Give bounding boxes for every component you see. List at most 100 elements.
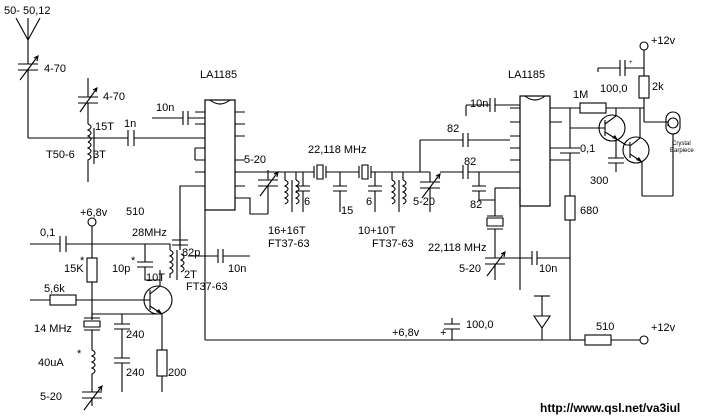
earpiece-label-b: Earpiece: [670, 148, 694, 154]
cap-filter-6b: 6: [366, 172, 382, 212]
cap-240-a-label: 240: [126, 329, 144, 341]
res-510-b: 510 +12v: [570, 321, 676, 346]
coil-t50: 15T 3T T50-6: [46, 121, 114, 182]
xtal-filter-freq: 22,118 MHz: [308, 144, 367, 156]
transistor-q2: [570, 108, 627, 146]
res-56k: 5,6k: [30, 283, 148, 306]
cap-01-a: 0,1: [30, 227, 158, 252]
trim-5-20-b-label: 5-20: [413, 196, 435, 208]
cap-300: 300: [590, 140, 624, 187]
trim-5-20-b: 5-20: [413, 172, 441, 212]
cap-01-b-label: 0,1: [580, 143, 595, 155]
cap-input-label: 4-70: [44, 63, 66, 75]
coil-10t-core: FT37-63: [372, 238, 414, 250]
coil-28-turns-a: 10T: [146, 272, 165, 284]
diode-zener: [532, 295, 552, 340]
cap-82p-label: 82p: [182, 247, 200, 259]
trim-5-20-d: 5-20: [40, 380, 103, 411]
coil-40ua: 40uA *: [38, 345, 96, 380]
cap-82-c-label: 82: [470, 199, 482, 211]
cap-100-b-plus: +: [440, 327, 446, 339]
cap-tune1-label: 4-70: [103, 91, 125, 103]
coil-10t: 10+10T FT37-63: [358, 171, 430, 250]
trim-5-20-c: 5-20: [459, 250, 506, 280]
supply-12v-top: +12v: [639, 35, 676, 51]
res-2k: 2k: [638, 50, 664, 122]
cap-10n-c: 10n: [495, 251, 570, 275]
cap-1n: 1n: [88, 118, 205, 146]
res-680-label: 680: [580, 205, 598, 217]
coil-t50-turns-a: 15T: [95, 121, 114, 133]
res-200-label: 200: [168, 367, 186, 379]
cap-10p-label: 10p: [112, 263, 130, 275]
source-url: http://www.qsl.net/va3iul: [540, 401, 680, 415]
cap-10n-b: 10n: [465, 98, 520, 116]
cap-10n-c-label: 10n: [539, 263, 557, 275]
cap-100-a: + 100,0: [597, 60, 644, 95]
coil-16t: 16+16T FT37-63: [267, 170, 310, 250]
supply-68v-b-label: +6,8v: [392, 327, 420, 339]
cap-82-b: 82: [440, 156, 510, 179]
cap-input-variable: 4-70: [18, 55, 66, 138]
antenna: 50- 50,12: [4, 5, 50, 56]
cap-10n-d: 10n: [188, 249, 250, 275]
res-680: 680: [564, 195, 598, 340]
xtal-lo2: 22,118 MHz: [428, 200, 504, 254]
cap-82-a-label: 82: [447, 123, 459, 135]
transistor-q3: [622, 108, 650, 196]
cap-82-a: 82: [419, 123, 510, 172]
trim-5-20-d-label: 5-20: [40, 391, 62, 403]
cap-10p-mark: *: [131, 255, 136, 267]
cap-10n-a-label: 10n: [156, 102, 174, 114]
mixer1-label: LA1185: [200, 69, 237, 81]
cap-100-b-label: 100,0: [466, 319, 494, 331]
res-510-b-label: 510: [596, 321, 614, 333]
mixer2-ic: LA1185: [508, 69, 562, 207]
coil-t50-core: T50-6: [46, 149, 75, 161]
res-56k-label: 5,6k: [44, 283, 65, 295]
cap-1n-label: 1n: [124, 118, 136, 130]
cap-tune1: 4-70: [78, 78, 125, 124]
res-2k-label: 2k: [652, 81, 664, 93]
mixer1-ic: LA1185: [195, 69, 245, 211]
res-200: 200: [156, 340, 186, 392]
supply-12v-b-label: +12v: [651, 322, 676, 334]
coil-28-core: FT37-63: [186, 281, 228, 293]
trim-5-20-c-label: 5-20: [459, 263, 481, 275]
coil-16t-turns: 16+16T: [268, 225, 306, 237]
cap-filter-15: 15: [333, 172, 353, 217]
res-15k-label: 15K: [64, 263, 84, 275]
earpiece: Crystal Earpiece: [642, 111, 694, 197]
cap-100-b: 100,0 +: [440, 318, 494, 340]
xtal-lo2-freq: 22,118 MHz: [428, 242, 487, 254]
cap-01-a-label: 0,1: [40, 227, 55, 239]
coil-28-freq: 28MHz: [132, 227, 167, 239]
supply-68v-label: +6,8v: [80, 207, 108, 219]
cap-82-b-label: 82: [464, 156, 476, 168]
xtal-filter: 22,118 MHz: [308, 144, 400, 180]
res-15k-mark: *: [80, 255, 85, 267]
cap-82p: 82p: [172, 230, 200, 259]
supply-68v: +6,8v: [80, 207, 108, 227]
trim-5-20-a-label: 5-20: [244, 154, 266, 166]
res-510-top-label: 510: [126, 206, 144, 218]
supply-12v-top-label: +12v: [651, 35, 676, 47]
coil-10t-turns: 10+10T: [358, 225, 396, 237]
res-15k: 15K *: [64, 226, 98, 320]
cap-filter-6a: 6: [296, 172, 310, 212]
mixer2-body: [519, 95, 551, 207]
coil-t50-turns-b: 3T: [93, 149, 106, 161]
coil-16t-core: FT37-63: [268, 238, 310, 250]
trim-5-20-a: 5-20: [235, 154, 279, 215]
cap-filter-6a-label: 6: [304, 196, 310, 208]
res-1m: 1M: [562, 89, 644, 114]
cap-300-label: 300: [590, 175, 608, 187]
coil-28-turns-b: 2T: [184, 269, 197, 281]
plus-top: +: [629, 60, 633, 66]
cap-10n-b-label: 10n: [470, 98, 488, 110]
coil-40ua-label: 40uA: [38, 357, 64, 369]
coil-40ua-mark: *: [77, 348, 82, 360]
res-1m-label: 1M: [573, 89, 588, 101]
